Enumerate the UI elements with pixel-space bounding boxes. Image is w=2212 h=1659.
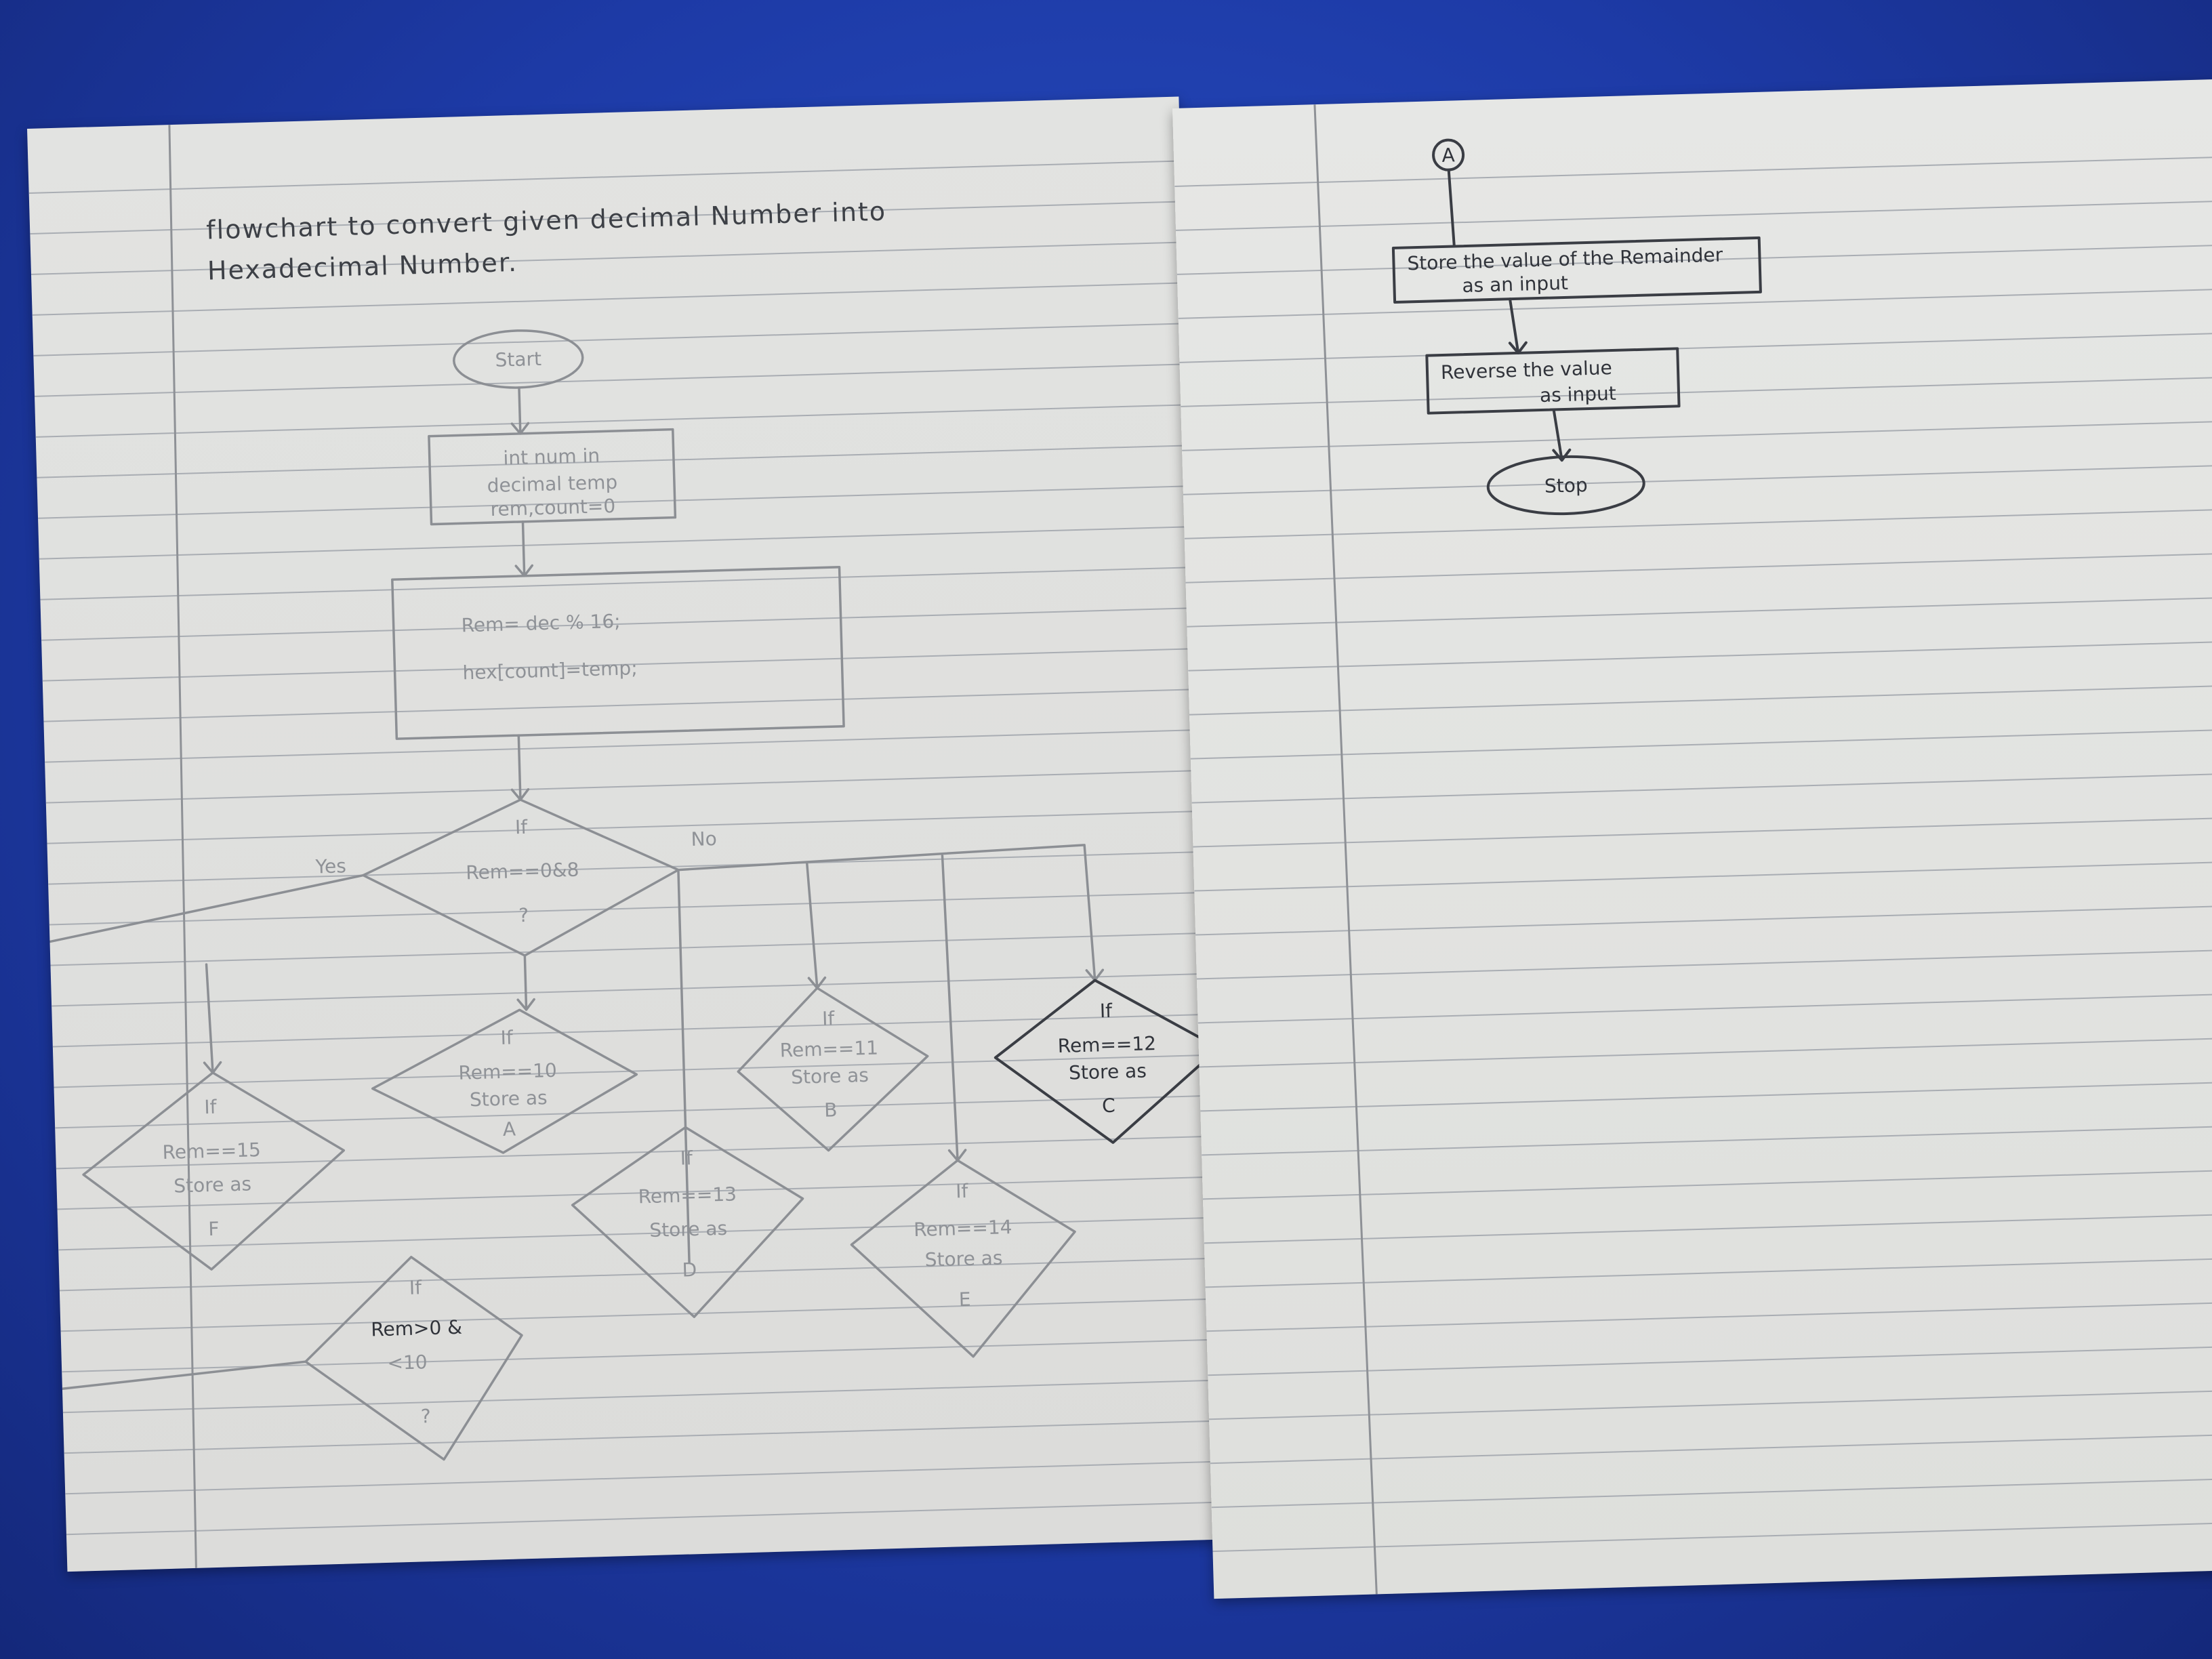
svg-text:E: E [958,1288,971,1311]
decision-rem-10: If Rem==10 Store as A [371,1008,638,1154]
svg-text:Rem==12: Rem==12 [1057,1032,1156,1057]
right-notebook-page: A Store the value of the Remainder as an… [1172,79,2212,1599]
svg-text:Store the value of the Remaind: Store the value of the Remainder [1407,243,1723,274]
svg-text:<10: <10 [387,1351,428,1374]
svg-text:Rem==10: Rem==10 [458,1059,557,1084]
svg-text:hex[count]=temp;: hex[count]=temp; [462,657,638,684]
svg-text:Rem==14: Rem==14 [914,1216,1012,1241]
no-label: No [691,827,717,851]
margin-line [168,125,197,1568]
svg-text:B: B [824,1099,838,1122]
svg-text:as an input: as an input [1462,272,1568,297]
svg-text:A: A [1441,144,1455,167]
connector-a: A [1432,138,1465,171]
svg-text:int num in: int num in [503,445,600,470]
init-box: int num in decimal temp rem,count=0 [428,428,677,526]
title-line-1: flowchart to convert given decimal Numbe… [206,197,887,245]
svg-text:decimal temp: decimal temp [487,471,617,497]
svg-text:rem,count=0: rem,count=0 [490,495,615,520]
svg-text:Rem= dec % 16;: Rem= dec % 16; [461,610,621,637]
decision-rem-11: If Rem==11 Store as B [737,987,929,1152]
svg-text:?: ? [420,1405,431,1427]
decision-rem-range: If Rem>0 & <10 ? [304,1256,523,1461]
range-feed-line [61,1360,307,1391]
svg-text:Start: Start [495,348,541,371]
svg-text:Rem==15: Rem==15 [162,1139,261,1164]
arrow-start-to-init [510,386,530,435]
svg-text:If: If [515,816,529,839]
svg-text:Store as: Store as [469,1086,548,1111]
left-notebook-page: flowchart to convert given decimal Numbe… [27,96,1221,1572]
svg-text:?: ? [518,904,529,926]
ruled-lines-right [1174,156,2212,1553]
svg-text:Store as: Store as [1069,1059,1147,1084]
arrow-init-to-process [514,520,534,577]
svg-text:Rem==0&8: Rem==0&8 [466,859,579,884]
decision-rem-12: If Rem==12 Store as C [994,979,1221,1144]
branch-lines [677,844,1105,1265]
svg-text:as input: as input [1540,382,1617,407]
decision-rem-14: If Rem==14 Store as E [850,1159,1076,1358]
svg-text:If: If [822,1007,836,1030]
svg-text:If: If [204,1096,218,1119]
svg-text:If: If [500,1026,514,1049]
svg-text:Rem==11: Rem==11 [779,1036,878,1061]
svg-text:Stop: Stop [1544,474,1588,497]
svg-text:Store as: Store as [924,1246,1003,1271]
decision-rem-15: If Rem==15 Store as F [82,1071,346,1271]
left-page-drawing: flowchart to convert given decimal Numbe… [28,125,1221,1568]
reverse-value-box: Reverse the value as input [1425,347,1681,415]
svg-text:If: If [409,1276,422,1299]
decision-rem-13: If Rem==13 Store as D [571,1126,804,1318]
right-page-drawing: A Store the value of the Remainder as an… [1174,104,2212,1595]
yes-branch-line [48,874,535,1074]
ruled-lines [28,160,1218,1536]
svg-text:If: If [680,1147,693,1170]
svg-text:Rem>0 &: Rem>0 & [371,1316,463,1341]
svg-text:C: C [1102,1094,1115,1118]
svg-text:Store as: Store as [173,1172,252,1197]
decision-main: If Rem==0&8 ? [362,798,680,957]
svg-text:D: D [682,1258,697,1282]
right-margin-line [1313,104,1378,1595]
stop-terminal: Stop [1486,455,1645,516]
svg-text:F: F [208,1218,220,1240]
svg-text:Store as: Store as [649,1217,728,1242]
svg-text:If: If [1099,1000,1113,1023]
arrow-reverse-to-stop [1552,408,1572,462]
svg-text:If: If [956,1180,969,1203]
arrow-process-to-decision [510,734,530,801]
store-remainder-box: Store the value of the Remainder as an i… [1391,236,1762,304]
svg-text:A: A [502,1118,516,1141]
svg-text:Reverse the value: Reverse the value [1441,356,1613,384]
process-box: Rem= dec % 16; hex[count]=temp; [391,566,845,740]
svg-text:Rem==13: Rem==13 [638,1183,737,1208]
arrow-connector-to-store [1447,168,1456,248]
title-line-2: Hexadecimal Number. [207,247,518,286]
yes-label: Yes [314,855,346,878]
arrow-store-to-reverse [1508,298,1528,354]
svg-text:Store as: Store as [791,1064,869,1088]
start-terminal: Start [453,329,584,389]
